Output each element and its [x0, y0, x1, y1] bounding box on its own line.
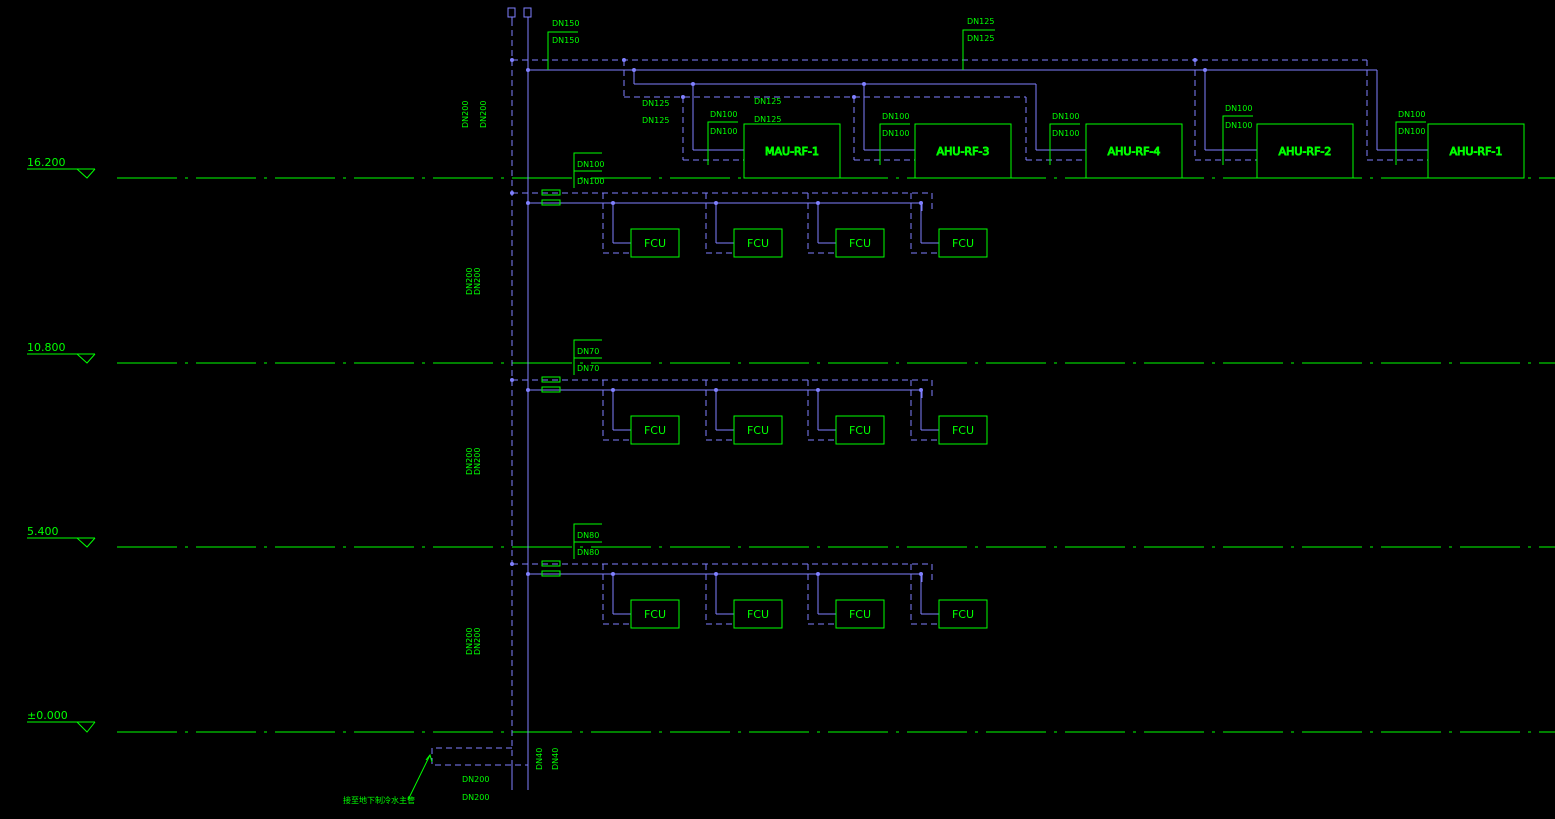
elevation-marker-5400 — [27, 537, 96, 548]
riser-size-label: DN200 — [465, 448, 474, 475]
fcu-unit — [835, 599, 885, 629]
pipe-size-label: DN100 — [882, 112, 909, 121]
fcu-unit — [938, 228, 988, 258]
pipe-size-label: DN80 — [577, 531, 599, 540]
riser-size-label: DN200 — [473, 448, 482, 475]
fcu-label: FCU — [952, 237, 974, 250]
elevation-label-0: ±0.000 — [27, 709, 68, 722]
roof-unit-label: MAU-RF-1 — [765, 145, 819, 158]
fcu-label: FCU — [644, 424, 666, 437]
fcu-label: FCU — [747, 608, 769, 621]
roof-unit-ahu-rf-1 — [1427, 123, 1525, 179]
pipe-size-label: DN150 — [552, 19, 579, 28]
note-leader — [407, 754, 431, 801]
pipe-size-label: DN100 — [577, 177, 604, 186]
elevation-label-5400: 5.400 — [27, 525, 59, 538]
elevation-label-16200: 16.200 — [27, 156, 66, 169]
roof-unit-label: AHU-RF-3 — [937, 145, 990, 158]
fcu-label: FCU — [952, 424, 974, 437]
pipe-size-label: DN200 — [462, 775, 489, 784]
fcu-label: FCU — [849, 237, 871, 250]
roof-unit-ahu-rf-2 — [1256, 123, 1354, 179]
elevation-marker-16200 — [27, 168, 96, 179]
roof-unit-mau-rf-1 — [743, 123, 841, 179]
roof-unit-label: AHU-RF-4 — [1108, 145, 1161, 158]
pipe-size-label: DN125 — [642, 116, 669, 125]
fcu-label: FCU — [849, 424, 871, 437]
riser-size-label: DN200 — [461, 101, 470, 128]
pipe-size-label: DN100 — [1052, 112, 1079, 121]
fcu-unit — [835, 228, 885, 258]
pipe-size-label: DN100 — [1225, 104, 1252, 113]
fcu-label: FCU — [952, 608, 974, 621]
pipe-size-label: DN125 — [967, 17, 994, 26]
pipe-size-label: DN125 — [642, 99, 669, 108]
fcu-unit — [733, 415, 783, 445]
pipe-size-label: DN150 — [552, 36, 579, 45]
pipe-size-label: DN100 — [1225, 121, 1252, 130]
pipe-size-label: DN80 — [577, 548, 599, 557]
riser-size-label: DN200 — [465, 628, 474, 655]
fcu-unit — [630, 599, 680, 629]
pipe-size-label: DN125 — [754, 115, 781, 124]
pipe-size-label: DN100 — [1398, 110, 1425, 119]
fcu-label: FCU — [644, 237, 666, 250]
riser-size-label: DN200 — [473, 628, 482, 655]
pipe-size-label: DN200 — [462, 793, 489, 802]
pipe-size-label: DN100 — [710, 127, 737, 136]
fcu-label: FCU — [644, 608, 666, 621]
elevation-marker-0 — [27, 721, 96, 733]
fcu-unit — [938, 415, 988, 445]
pipe-size-label: DN125 — [754, 97, 781, 106]
elevation-marker-10800 — [27, 353, 96, 364]
fcu-unit — [630, 228, 680, 258]
fcu-unit — [835, 415, 885, 445]
pipe-size-label: DN100 — [1052, 129, 1079, 138]
roof-unit-label: AHU-RF-1 — [1450, 145, 1503, 158]
ground-return-pipe — [431, 747, 528, 766]
fcu-label: FCU — [747, 237, 769, 250]
ground-size-label: DN40 — [535, 748, 544, 770]
pipe-size-label: DN100 — [882, 129, 909, 138]
riser-size-label: DN200 — [465, 268, 474, 295]
fcu-label: FCU — [849, 608, 871, 621]
pipe-size-label: DN125 — [967, 34, 994, 43]
riser-size-label: DN200 — [479, 101, 488, 128]
pipe-size-label: DN70 — [577, 364, 599, 373]
note-label: 接至地下制冷水主管 — [343, 796, 415, 805]
elevation-label-10800: 10.800 — [27, 341, 66, 354]
fcu-unit — [938, 599, 988, 629]
riser-top-valve-1 — [507, 7, 516, 18]
roof-unit-ahu-rf-4 — [1085, 123, 1183, 179]
ground-size-label: DN40 — [551, 748, 560, 770]
fcu-unit — [733, 228, 783, 258]
pipe-size-label: DN100 — [710, 110, 737, 119]
roof-unit-ahu-rf-3 — [914, 123, 1012, 179]
fcu-unit — [733, 599, 783, 629]
roof-unit-label: AHU-RF-2 — [1279, 145, 1332, 158]
pipe-size-label: DN70 — [577, 347, 599, 356]
riser-size-label: DN200 — [473, 268, 482, 295]
pipe-size-label: DN100 — [577, 160, 604, 169]
pipe-size-label: DN100 — [1398, 127, 1425, 136]
fcu-label: FCU — [747, 424, 769, 437]
riser-top-valve-2 — [523, 7, 532, 18]
fcu-unit — [630, 415, 680, 445]
